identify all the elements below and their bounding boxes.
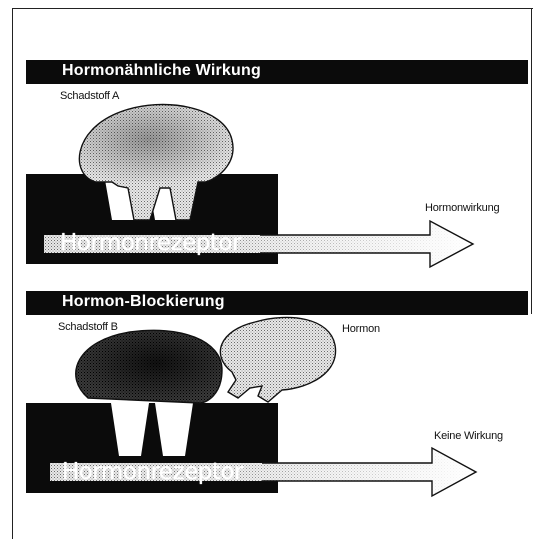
label-schadstoff-b: Schadstoff B xyxy=(58,321,118,333)
label-receptor-bottom: Hormonrezeptor xyxy=(62,459,243,485)
label-keine-wirkung: Keine Wirkung xyxy=(434,430,503,442)
title-top: Hormonähnliche Wirkung xyxy=(62,62,261,80)
title-bar-top: Hormonähnliche Wirkung xyxy=(26,60,528,84)
schadstoff-b-shape xyxy=(76,330,222,403)
label-hormonwirkung: Hormonwirkung xyxy=(425,202,499,214)
title-bar-bottom: Hormon-Blockierung xyxy=(26,291,528,315)
label-hormon: Hormon xyxy=(342,323,380,335)
label-receptor-top: Hormonrezeptor xyxy=(60,230,241,256)
label-schadstoff-a: Schadstoff A xyxy=(60,90,119,102)
title-bottom: Hormon-Blockierung xyxy=(62,293,225,311)
hormon-shape xyxy=(220,317,335,402)
